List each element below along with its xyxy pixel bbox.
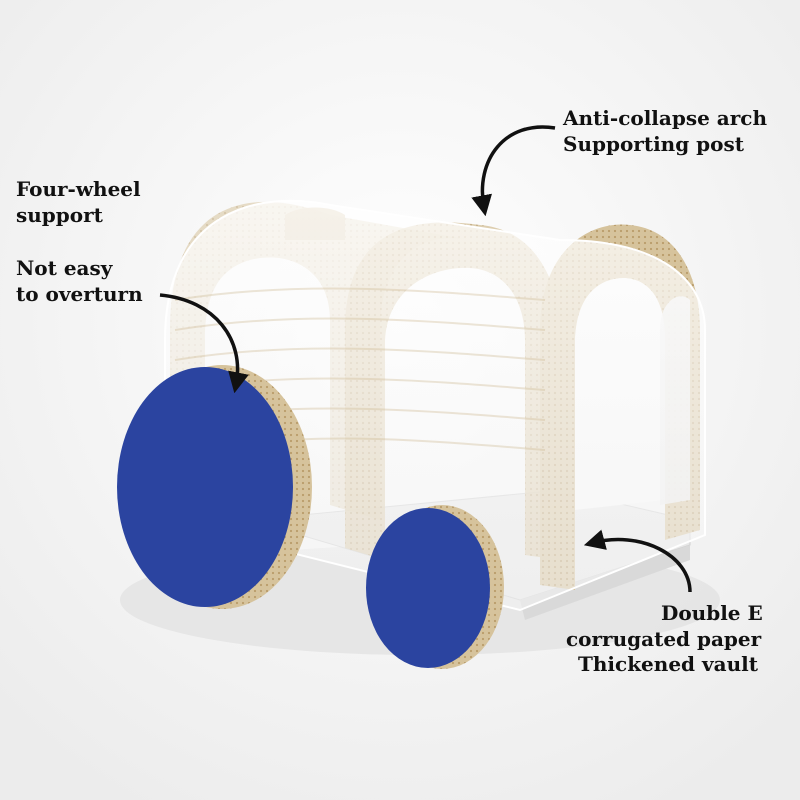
base-tray-front: [520, 545, 690, 620]
annotation-not-easy-line2: to overturn: [16, 282, 143, 306]
annotation-double-e: Double E corrugated paper: [566, 600, 763, 652]
annotation-anti-collapse-line2: Supporting post: [563, 132, 744, 156]
annotation-thickened: Thickened vault: [578, 651, 758, 677]
annotation-anti-collapse: Anti-collapse arch Supporting post: [563, 105, 767, 157]
annotation-thickened-line1: Thickened vault: [578, 652, 758, 676]
arrow-not-easy: [159, 293, 249, 394]
annotation-four-wheel-line1: Four-wheel: [16, 177, 141, 201]
annotation-not-easy: Not easy to overturn: [16, 255, 143, 307]
arrow-anti-collapse: [471, 125, 556, 217]
annotation-anti-collapse-line1: Anti-collapse arch: [563, 106, 768, 130]
arrow-double-e: [583, 529, 692, 593]
annotation-double-e-line1: Double E: [661, 601, 763, 625]
annotation-not-easy-line1: Not easy: [16, 256, 113, 280]
annotation-four-wheel-line2: support: [16, 203, 103, 227]
annotation-double-e-line2: corrugated paper: [566, 627, 762, 651]
rear-wheel: [117, 365, 312, 609]
front-wheel: [366, 505, 504, 669]
annotation-four-wheel: Four-wheel support: [16, 176, 141, 228]
